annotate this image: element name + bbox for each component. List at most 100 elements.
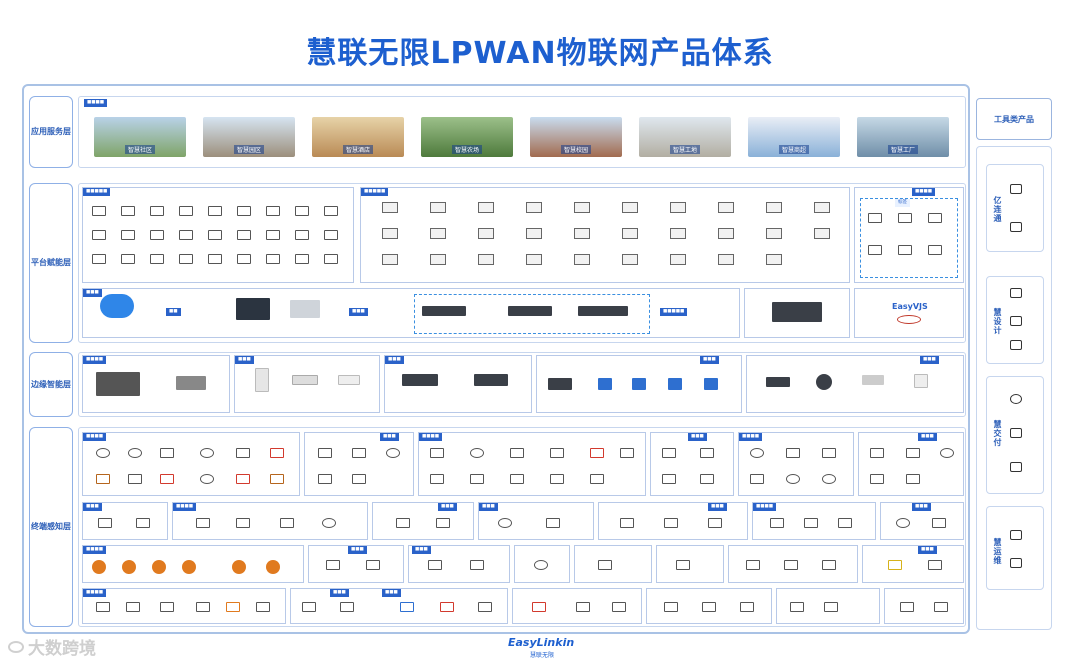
sensor-device	[532, 602, 546, 612]
sensor-box	[418, 432, 646, 496]
layer-perception-label: 终端感知层	[29, 427, 73, 627]
sensor-device	[590, 448, 604, 458]
sensor-device	[746, 560, 760, 570]
platform-icon	[622, 254, 638, 265]
edge-tag-2: ■■■	[235, 356, 254, 364]
scene-label: 智慧园区	[234, 145, 264, 154]
sensor-device	[498, 518, 512, 528]
platform-icon	[121, 206, 135, 216]
sensor-device	[662, 474, 676, 484]
device-tag: ■■■	[349, 308, 368, 316]
sensor-device	[326, 560, 340, 570]
sensor-device	[470, 448, 484, 458]
scene-label: 智慧酒店	[343, 145, 373, 154]
sensor-device	[786, 474, 800, 484]
sensor-device	[236, 474, 250, 484]
sensor-box	[82, 432, 300, 496]
sensor-box	[738, 432, 854, 496]
sensor-device	[576, 602, 590, 612]
sensor-device	[740, 602, 754, 612]
platform-icon	[526, 228, 542, 239]
platform-icon	[295, 230, 309, 240]
platform-icon	[670, 254, 686, 265]
edge-device	[766, 377, 790, 387]
app-band-tag: ■■■■	[84, 99, 107, 107]
server-device	[508, 306, 552, 316]
sensor-tag: ■■■■	[753, 503, 776, 511]
platform-mid-tag: ■■■■■	[361, 188, 388, 196]
monitor-device	[236, 298, 270, 320]
platform-icon	[324, 206, 338, 216]
sensor-device	[280, 518, 294, 528]
sensor-device	[470, 560, 484, 570]
platform-icon	[150, 206, 164, 216]
scene-photo-6: 智慧工地	[639, 117, 731, 157]
platform-icon	[622, 202, 638, 213]
sensor-tag: ■■■■	[739, 433, 762, 441]
sensor-tag: ■■■	[380, 433, 399, 441]
sensor-tag: ■■■	[708, 503, 727, 511]
platform-icon	[382, 254, 398, 265]
watermark-icon	[8, 641, 24, 653]
platform-icon	[928, 213, 942, 223]
platform-icon	[868, 213, 882, 223]
dashed-group-tag: 标签	[895, 199, 910, 207]
platform-icon	[766, 228, 782, 239]
sensor-device	[546, 518, 560, 528]
sensor-device	[822, 448, 836, 458]
sensor-tag: ■■■	[479, 503, 498, 511]
server-tag: ■■■■■	[660, 308, 687, 316]
platform-icon	[150, 254, 164, 264]
cloud-tag: ■■	[166, 308, 181, 316]
edge-device	[816, 374, 832, 390]
platform-icon	[670, 202, 686, 213]
sensor-device	[824, 602, 838, 612]
platform-icon	[179, 254, 193, 264]
sensor-tag: ■■■	[330, 589, 349, 597]
sensor-tag: ■■■■	[419, 433, 442, 441]
platform-dashed-group	[860, 198, 958, 278]
scene-label: 智慧校园	[561, 145, 591, 154]
sensor-tag: ■■■	[688, 433, 707, 441]
sensor-device	[98, 518, 112, 528]
sensor-device	[612, 602, 626, 612]
sensor-device	[620, 448, 634, 458]
sensor-device	[928, 560, 942, 570]
sensor-box	[372, 502, 474, 540]
sensor-device	[136, 518, 150, 528]
platform-icon	[295, 206, 309, 216]
sensor-device	[510, 474, 524, 484]
sensor-device	[96, 448, 110, 458]
platform-icon	[266, 254, 280, 264]
sensor-device	[340, 602, 354, 612]
sensor-device	[160, 448, 174, 458]
sensor-device	[700, 474, 714, 484]
platform-icon	[208, 230, 222, 240]
sensor-device	[662, 448, 676, 458]
sensor-device	[470, 474, 484, 484]
platform-icon	[718, 228, 734, 239]
platform-icon	[766, 254, 782, 265]
platform-icon	[208, 206, 222, 216]
tool-icon	[1010, 530, 1022, 540]
sensor-device	[152, 560, 166, 574]
sensor-device	[440, 602, 454, 612]
platform-icon	[237, 254, 251, 264]
sensor-device	[160, 474, 174, 484]
sensor-device	[620, 518, 634, 528]
sensor-device	[822, 560, 836, 570]
layer-platform-label: 平台赋能层	[29, 183, 73, 343]
sensor-device	[822, 474, 836, 484]
scene-label: 智慧商超	[779, 145, 809, 154]
sensor-device	[838, 518, 852, 528]
tool-icon	[1010, 222, 1022, 232]
sensor-device	[534, 560, 548, 570]
brand-subtitle: 慧联无限	[530, 650, 554, 659]
platform-icon	[324, 254, 338, 264]
sensor-device	[196, 602, 210, 612]
platform-icon	[430, 254, 446, 265]
sensor-device	[200, 474, 214, 484]
laptop-device	[290, 300, 320, 318]
tool-icon	[1010, 558, 1022, 568]
sensor-device	[302, 602, 316, 612]
